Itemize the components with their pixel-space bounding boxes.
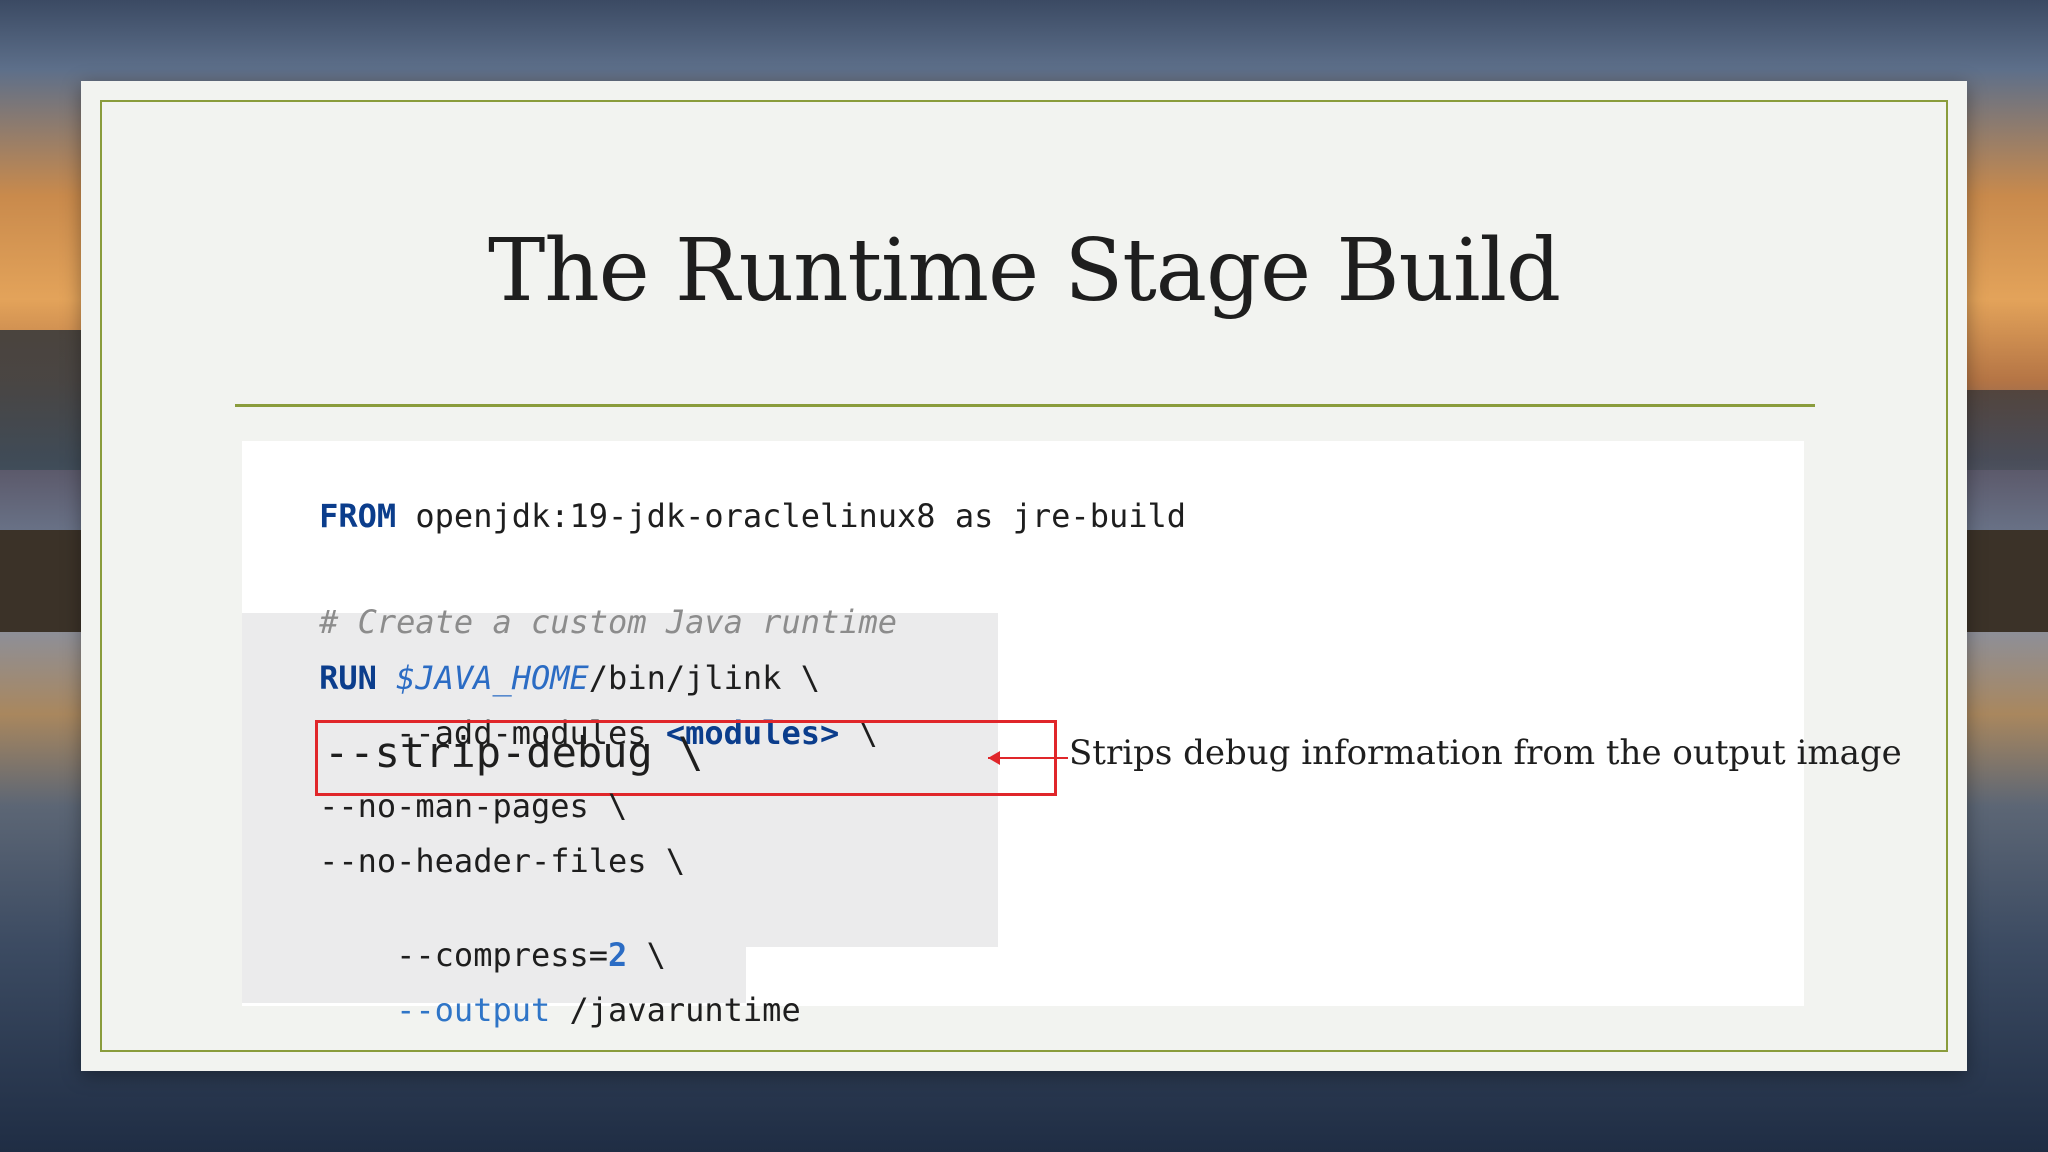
code-comment: # Create a custom Java runtime (319, 603, 898, 641)
title-divider (235, 404, 1815, 407)
java-home-variable: $JAVA_HOME (396, 659, 589, 697)
code-line-output: --output /javaruntime (242, 953, 801, 1067)
from-image: openjdk:19-jdk-oraclelinux8 as jre-build (396, 497, 1187, 535)
background-shoreline (1960, 390, 2048, 470)
slide: The Runtime Stage Build FROM openjdk:19-… (81, 81, 1967, 1071)
line-continuation: \ (839, 714, 878, 752)
slide-frame (100, 100, 1948, 1052)
code-line-no-man-pages: --no-man-pages \ (242, 787, 628, 825)
code-line-from: FROM openjdk:19-jdk-oraclelinux8 as jre-… (242, 459, 1186, 573)
callout-arrow-line (988, 757, 1068, 759)
output-path: /javaruntime (550, 991, 801, 1029)
jlink-path: /bin/jlink \ (588, 659, 820, 697)
background-building (0, 330, 82, 470)
code-highlight-region (242, 613, 998, 947)
slide-title: The Runtime Stage Build (487, 221, 1561, 321)
keyword-from: FROM (319, 497, 397, 535)
compress-flag: --compress= (319, 936, 609, 974)
callout-text: Strips debug information from the output… (1069, 733, 1902, 773)
code-line-comment: # Create a custom Java runtime (242, 565, 897, 679)
callout-arrow-icon (988, 751, 1000, 765)
compress-level: 2 (608, 936, 628, 974)
output-indent (319, 991, 396, 1029)
line-continuation: \ (627, 936, 666, 974)
code-line-no-header-files: --no-header-files \ (242, 842, 686, 880)
code-line-compress: --compress=2 \ (242, 898, 666, 1012)
output-flag: --output (396, 991, 551, 1029)
code-highlight-region-output (242, 947, 746, 1003)
code-line-strip-debug: --strip-debug \ (324, 728, 704, 777)
code-line-run: RUN $JAVA_HOME/bin/jlink \ (242, 621, 820, 735)
keyword-run: RUN (319, 659, 377, 697)
